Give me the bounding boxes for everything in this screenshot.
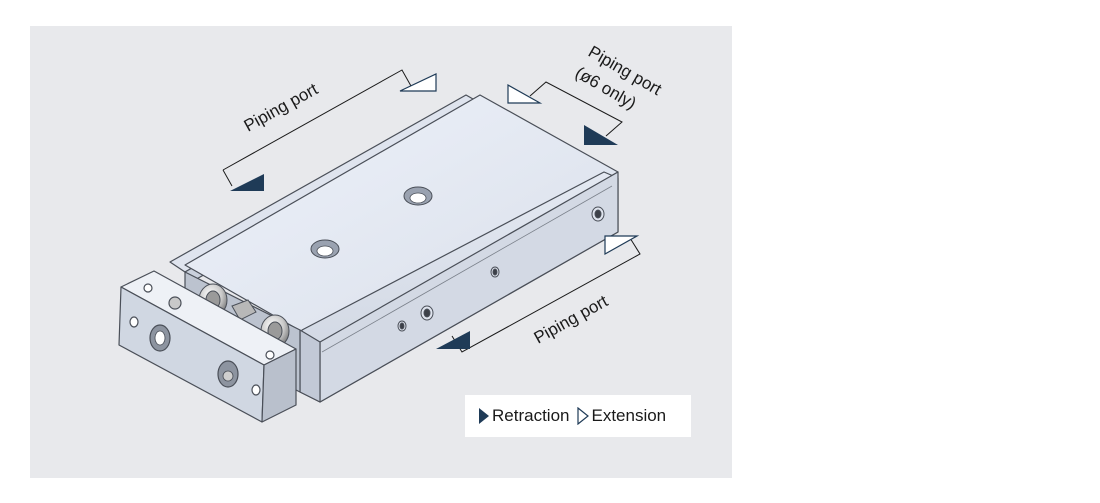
extension-marker-right — [604, 235, 640, 256]
side-ports — [397, 206, 605, 332]
legend-item-extension: Extension — [577, 406, 666, 426]
legend: Retraction Extension — [465, 395, 691, 437]
extension-marker-top-left — [399, 73, 437, 92]
label-port-bottom-right: Piping port — [531, 291, 612, 347]
legend-label-extension: Extension — [591, 406, 667, 425]
retraction-marker-icon — [479, 408, 489, 424]
legend-item-retraction: Retraction — [478, 406, 569, 426]
plate-holes — [310, 186, 433, 259]
retraction-marker-top-right — [584, 125, 618, 145]
legend-label-retraction: Retraction — [492, 406, 570, 425]
retraction-marker-top-left — [230, 174, 264, 191]
retraction-marker-bottom — [436, 331, 470, 349]
label-port-top-left: Piping port — [241, 79, 322, 135]
extension-marker-top-right — [507, 83, 543, 104]
extension-marker-icon — [577, 407, 590, 425]
end-plate — [118, 270, 297, 423]
